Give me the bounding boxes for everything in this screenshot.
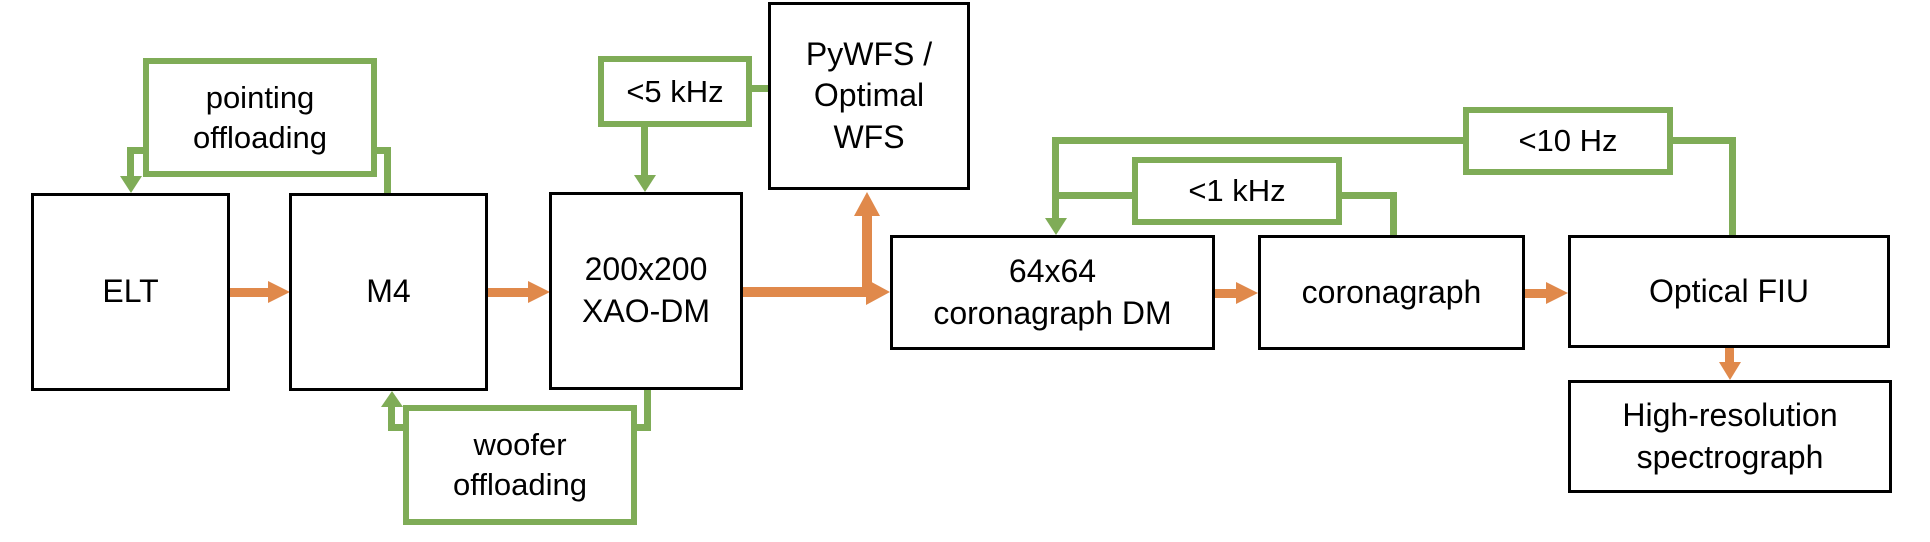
pywfs-label-line1: PyWFS / [805,35,933,72]
woofer-to-m4-stub [388,424,410,431]
elt-box: ELT [31,193,230,391]
m4-to-pointing-vertical [384,147,391,193]
drop-into-coronagraph-dm-vertical [1052,137,1059,218]
pywfs-box: PyWFS / Optimal WFS [768,2,970,190]
coronagraph-to-khz1-vertical [1390,192,1397,235]
arrowhead-into-elt-icon [120,176,142,193]
arrowhead-into-spectrograph-icon [1719,362,1741,380]
elt-to-m4-shaft [230,288,270,297]
coronagraph-dm-label-line1: 64x64 [1008,252,1097,289]
khz1-rate-label: <1 kHz [1188,173,1286,209]
xao-dm-label-line2: XAO-DM [582,293,710,329]
arrowhead-into-pywfs-icon [854,192,880,216]
khz1-rate-box: <1 kHz [1132,157,1342,225]
xao-to-woofer-stub [632,424,651,431]
pywfs-to-khz5-stub [752,85,768,92]
m4-box: M4 [289,193,488,391]
woofer-offloading-label-line2: offloading [453,467,587,502]
coronagraph-label: coronagraph [1301,273,1482,310]
khz5-rate-box: <5 kHz [598,56,752,127]
pointing-offloading-label-line2: offloading [193,119,327,155]
coronagraph-dm-label-line2: coronagraph DM [933,294,1172,331]
m4-to-pointing-stub [372,147,391,154]
arrowhead-m4-to-xao-icon [528,281,550,303]
fiu-to-hz10-vertical [1729,137,1736,235]
hz10-long-line [1052,137,1463,144]
branch-up-to-pywfs-shaft [862,214,872,292]
arrowhead-into-fiu-icon [1546,282,1568,304]
spectrograph-box: High-resolution spectrograph [1568,380,1892,493]
khz1-left-stub [1052,192,1132,199]
arrowhead-elt-to-m4-icon [268,281,290,303]
m4-label: M4 [366,273,411,310]
dm-to-coronagraph-shaft [1215,289,1238,298]
pywfs-label-line3: WFS [833,118,905,155]
arrowhead-into-coronagraph-dm-icon [1045,218,1067,235]
xao-to-woofer-vertical [644,390,651,431]
hz10-right-stub [1673,137,1736,144]
arrowhead-into-m4-icon [381,391,403,407]
hz10-rate-label: <10 Hz [1518,123,1618,159]
coronagraph-to-fiu-shaft [1525,289,1548,298]
pointing-offloading-label-line1: pointing [205,79,315,115]
xao-dm-label-line1: 200x200 [584,251,708,288]
khz5-to-xao-vertical [641,127,648,175]
pywfs-label-line2: Optimal [813,77,925,114]
pointing-to-elt-vertical [127,147,134,177]
coronagraph-dm-box: 64x64 coronagraph DM [890,235,1215,350]
pointing-to-elt-stub [127,147,148,154]
m4-to-xao-shaft [488,288,530,297]
optical-fiu-label: Optical FIU [1648,272,1810,309]
xao-dm-box: 200x200 XAO-DM [549,192,743,390]
spectrograph-label-line2: spectrograph [1636,438,1824,475]
woofer-offloading-box: woofer offloading [403,405,637,525]
arrowhead-into-xao-dm-icon [634,175,656,192]
pointing-offloading-box: pointing offloading [143,58,377,177]
coronagraph-box: coronagraph [1258,235,1525,350]
arrowhead-into-coronagraph-icon [1236,282,1258,304]
khz5-rate-label: <5 kHz [626,73,724,109]
khz1-right-stub [1342,192,1397,199]
xao-to-coronagraph-dm-shaft [743,287,867,297]
woofer-offloading-label-line1: woofer [473,427,567,463]
elt-label: ELT [102,273,159,310]
woofer-to-m4-vertical [388,405,395,431]
fiu-to-spectrograph-shaft [1725,346,1734,363]
spectrograph-label-line1: High-resolution [1622,396,1838,433]
hz10-rate-box: <10 Hz [1463,107,1673,175]
optical-fiu-box: Optical FIU [1568,235,1890,348]
